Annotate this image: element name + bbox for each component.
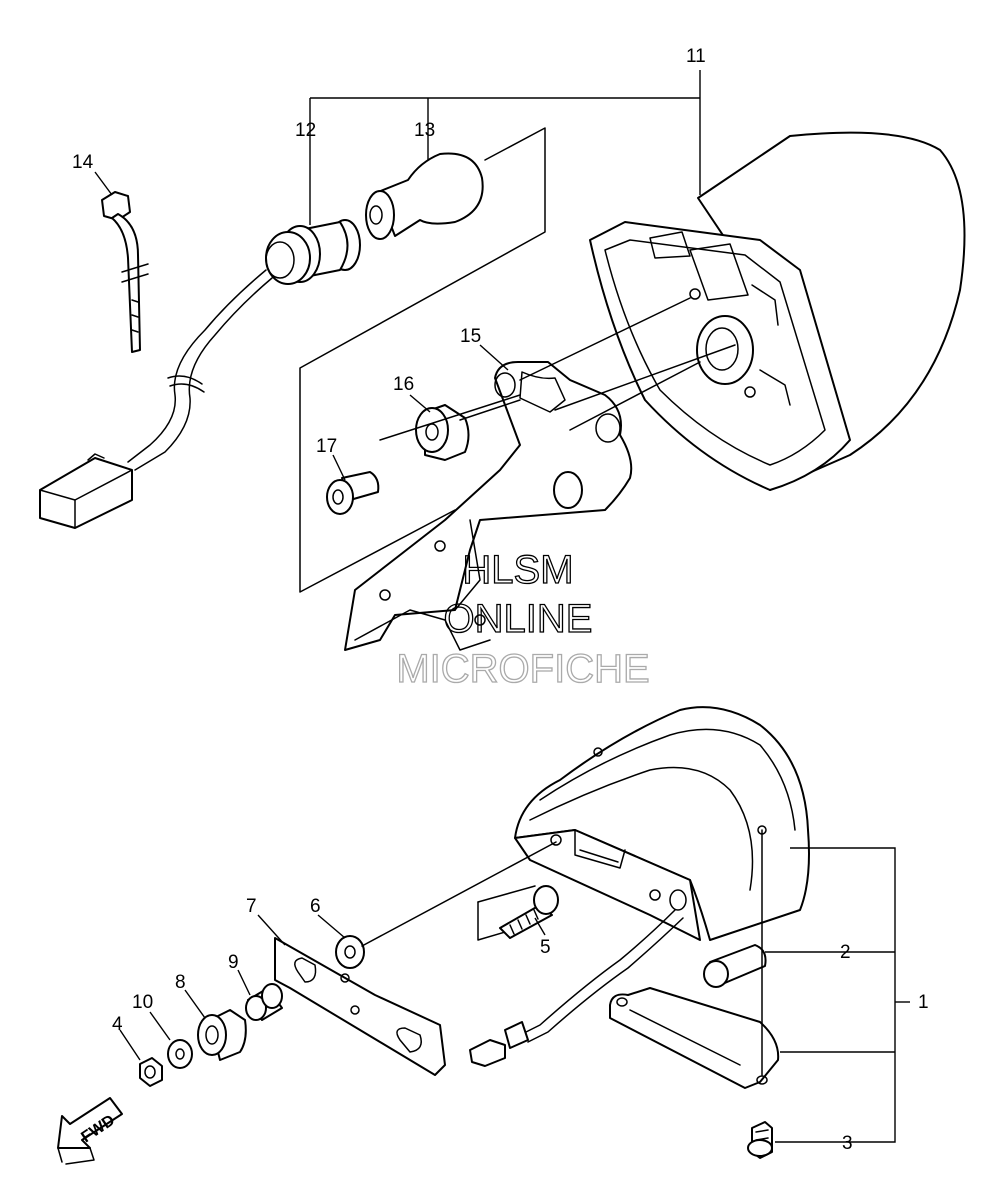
lead-wire	[469, 909, 684, 1067]
callout-6: 6	[310, 896, 321, 917]
callout-16: 16	[393, 374, 414, 395]
screw-3	[747, 829, 773, 1159]
callout-7: 7	[246, 896, 257, 917]
bulb-2	[703, 944, 767, 988]
callout-12: 12	[295, 120, 316, 141]
leader-lines	[94, 171, 546, 1061]
callout-8: 8	[175, 972, 186, 993]
screw-17	[326, 471, 380, 515]
license-light-housing	[514, 706, 810, 941]
grommet	[415, 404, 470, 461]
callout-13: 13	[414, 120, 435, 141]
callout-1: 1	[918, 992, 929, 1013]
bracket-plate-7	[274, 937, 446, 1076]
mounting-bracket	[344, 361, 633, 651]
callout-9: 9	[228, 952, 239, 973]
callout-4: 4	[112, 1014, 123, 1035]
damper-8	[197, 1009, 247, 1061]
watermark-line-3: MICROFICHE	[396, 647, 649, 691]
watermark-line-2: ONLINE	[444, 597, 593, 641]
callout-11: 11	[686, 46, 706, 67]
washer-6	[335, 935, 365, 969]
cable-tie	[101, 191, 149, 353]
fwd-direction-arrow: FWD	[57, 1097, 123, 1165]
callout-10: 10	[132, 992, 153, 1013]
assembly-lines-bottom	[361, 841, 557, 947]
lens-cover	[609, 987, 780, 1089]
nut-4	[139, 1057, 163, 1087]
collar-9	[245, 983, 283, 1021]
callout-5: 5	[540, 937, 551, 958]
assembly-lines-top	[379, 297, 736, 441]
washer-10	[167, 1039, 193, 1069]
callout-3: 3	[842, 1133, 853, 1154]
bulb	[365, 152, 484, 240]
watermark-line-1: HLSM	[462, 548, 573, 592]
callout-2: 2	[840, 942, 851, 963]
bracket-11	[309, 70, 701, 225]
callout-15: 15	[460, 326, 481, 347]
bulb-socket	[39, 219, 361, 529]
sub-assembly-outline	[299, 127, 546, 593]
callout-14: 14	[72, 152, 94, 173]
screw-5	[477, 885, 559, 941]
tail-light-housing	[589, 131, 966, 491]
bracket-1	[765, 847, 910, 1143]
callout-17: 17	[316, 436, 337, 457]
